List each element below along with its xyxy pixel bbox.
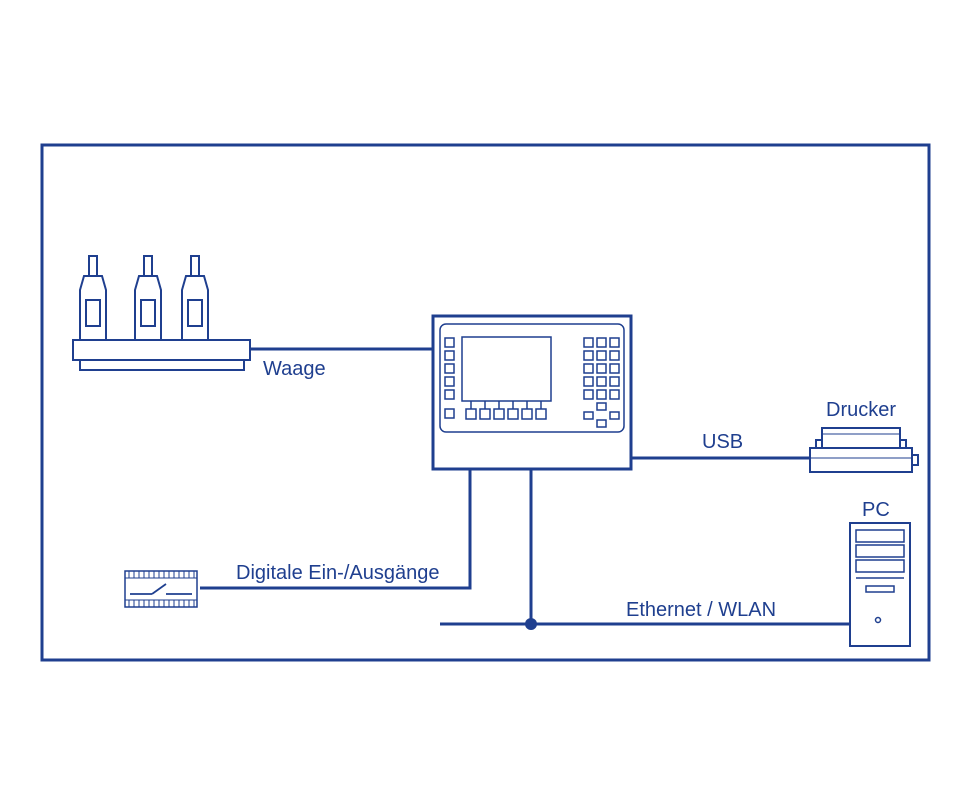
io-line (200, 468, 472, 590)
printer-body (809, 447, 913, 473)
bottle-icon (134, 255, 162, 341)
scale-base (79, 359, 245, 371)
switch-symbol (130, 583, 192, 595)
pc-label: PC (862, 499, 890, 521)
terminal-display (461, 336, 552, 402)
printer-knob-left (815, 439, 823, 449)
pc-case (849, 522, 911, 647)
network-label: Ethernet / WLAN (626, 599, 776, 621)
scale-with-bottles-icon (72, 255, 251, 371)
connection-lines (200, 347, 850, 626)
terminal-keypad (583, 337, 620, 428)
terminal-left-keys (444, 337, 455, 419)
printer-paper (821, 427, 901, 449)
pc-power-button (874, 616, 882, 624)
network-junction (525, 618, 537, 630)
io-module-body (124, 570, 198, 608)
weighing-terminal-icon (431, 314, 633, 471)
diagram-frame (40, 143, 931, 662)
printer-plug (911, 454, 919, 466)
printer-icon (809, 427, 919, 473)
bottle-icon (79, 255, 107, 341)
terminal-softkeys (465, 401, 547, 420)
bottle-icon (181, 255, 209, 341)
io-module-switch-icon (124, 570, 198, 608)
pc-tower-icon (849, 522, 911, 647)
printer-knob-right (899, 439, 907, 449)
scale-label: Waage (263, 358, 326, 380)
digital-io-label: Digitale Ein-/Ausgänge (236, 562, 439, 584)
scale-platform (72, 339, 251, 361)
printer-label: Drucker (826, 399, 896, 421)
usb-label: USB (702, 431, 743, 453)
